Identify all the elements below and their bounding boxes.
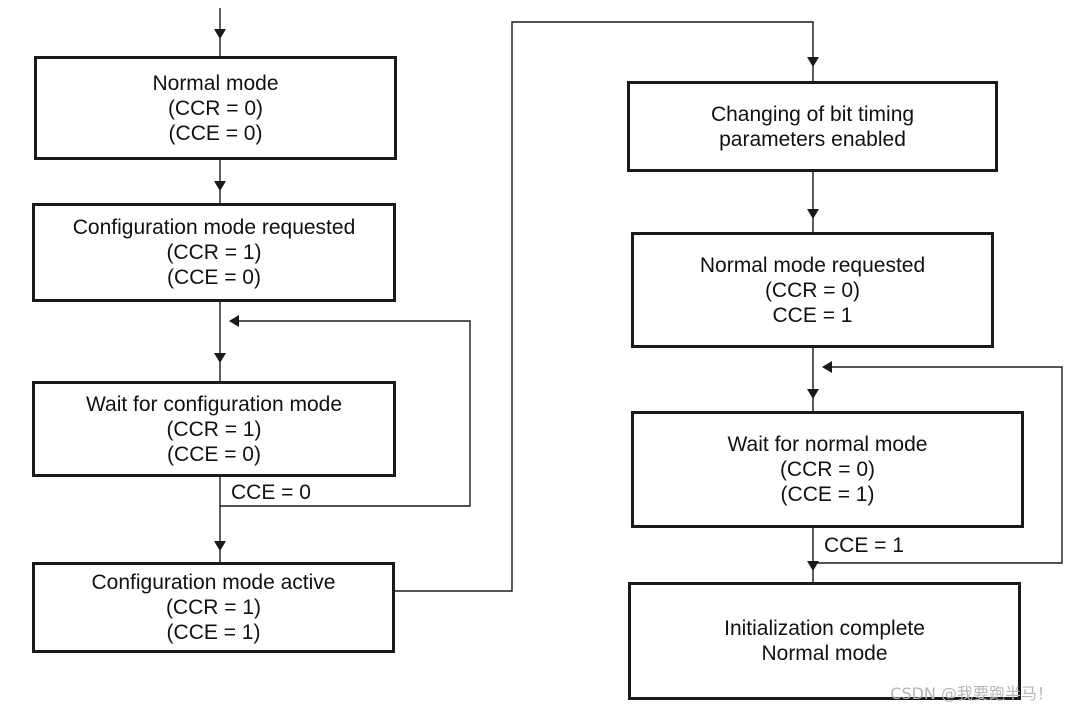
state-normal-mode: Normal mode (CCR = 0) (CCE = 0)	[34, 56, 397, 160]
state-title: Wait for configuration mode	[85, 392, 342, 416]
link-config-active-to-bit-timing	[394, 21, 819, 592]
state-config-mode-active: Configuration mode active (CCR = 1) (CCE…	[32, 562, 395, 653]
state-title: Normal mode	[152, 71, 279, 95]
state-cce: (CCE = 0)	[167, 442, 261, 466]
state-title: Configuration mode active	[91, 571, 336, 594]
loop-wait-config	[220, 315, 471, 507]
state-ccr: (CCR = 1)	[166, 417, 262, 441]
state-wait-for-config-mode: Wait for configuration mode (CCR = 1) (C…	[32, 381, 396, 477]
watermark: CSDN @我要跑半马！	[890, 684, 1053, 703]
state-title: Normal mode requested	[699, 253, 926, 277]
state-wait-for-normal-mode: Wait for normal mode (CCR = 0) (CCE = 1)	[631, 411, 1024, 528]
state-normal-mode-requested: Normal mode requested (CCR = 0) CCE = 1	[631, 232, 994, 348]
state-initialization-complete: Initialization complete Normal mode	[628, 582, 1021, 700]
state-cce: (CCE = 1)	[166, 621, 261, 644]
loop-wait-normal	[813, 361, 1063, 564]
state-config-mode-requested: Configuration mode requested (CCR = 1) (…	[32, 203, 396, 302]
condition-left-loop-exit: CCE = 0	[231, 481, 311, 504]
state-cce: (CCE = 0)	[167, 266, 261, 289]
state-title-line-2: parameters enabled	[719, 127, 906, 151]
state-cce: (CCE = 1)	[780, 483, 875, 506]
state-ccr: (CCR = 0)	[764, 278, 861, 302]
state-title: Configuration mode requested	[72, 216, 356, 239]
state-ccr: (CCR = 0)	[779, 458, 876, 481]
state-title: Wait for normal mode	[727, 433, 928, 456]
state-cce: (CCE = 0)	[168, 121, 263, 145]
state-bit-timing-enabled: Changing of bit timing parameters enable…	[627, 81, 998, 172]
state-title-line-2: Normal mode	[761, 642, 888, 665]
state-ccr: (CCR = 0)	[167, 96, 264, 120]
condition-right-loop-exit: CCE = 1	[824, 534, 904, 557]
state-ccr: (CCR = 1)	[166, 241, 262, 264]
state-title-line-1: Initialization complete	[724, 617, 925, 640]
state-title-line-1: Changing of bit timing	[710, 102, 915, 126]
state-cce: CCE = 1	[772, 303, 853, 327]
state-ccr: (CCR = 1)	[165, 596, 262, 619]
